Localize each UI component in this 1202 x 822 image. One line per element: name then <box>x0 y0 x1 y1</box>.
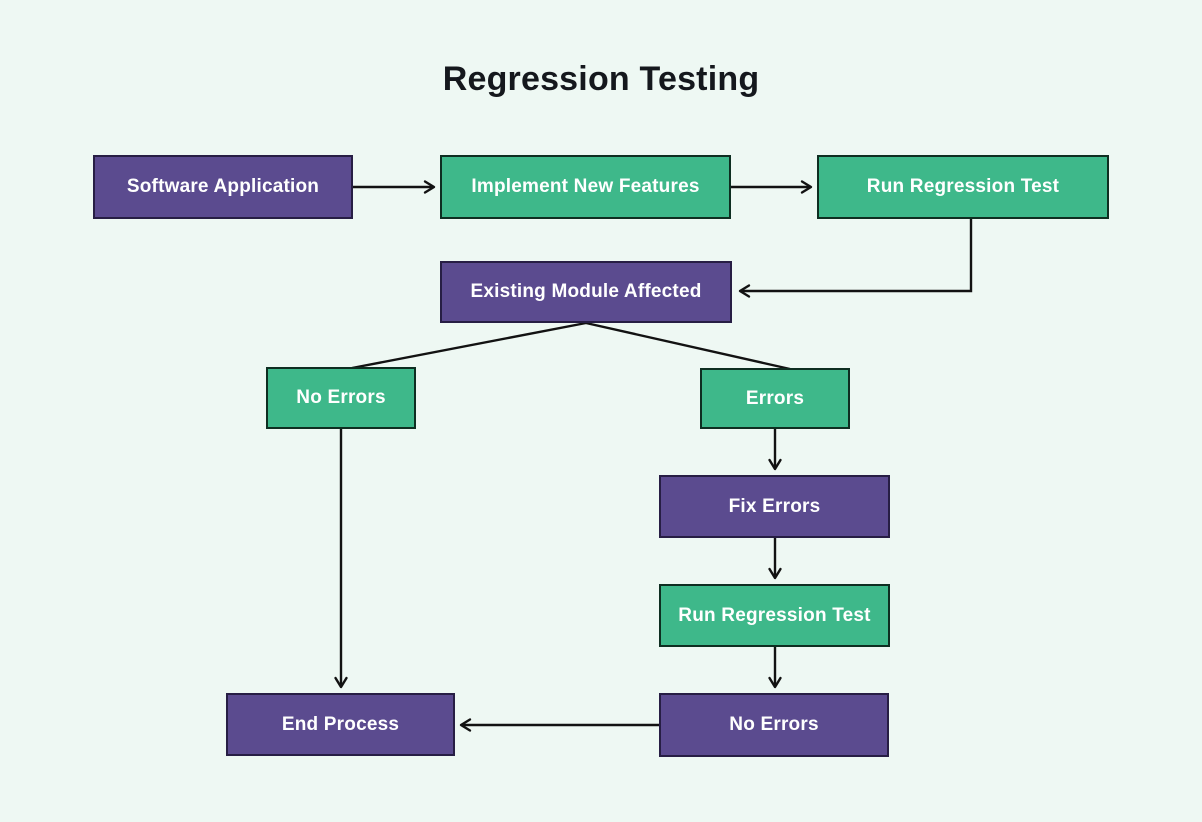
node-implement-new-features[interactable]: Implement New Features <box>440 155 731 219</box>
node-end-process[interactable]: End Process <box>226 693 455 756</box>
node-label: End Process <box>281 713 400 735</box>
node-label: Run Regression Test <box>866 176 1060 197</box>
node-no-errors-final[interactable]: No Errors <box>659 693 889 757</box>
node-existing-module-affected[interactable]: Existing Module Affected <box>440 261 732 323</box>
node-label: Fix Errors <box>728 495 821 517</box>
node-errors[interactable]: Errors <box>700 368 850 429</box>
page-title: Regression Testing <box>442 60 760 98</box>
edge-existing-module-affected-to-errors <box>585 321 791 371</box>
node-fix-errors[interactable]: Fix Errors <box>659 475 890 538</box>
node-label: No Errors <box>296 387 386 408</box>
edge-run-regression-test-1-to-existing-module-affected <box>738 219 973 298</box>
node-run-regression-test-2[interactable]: Run Regression Test <box>659 584 890 647</box>
node-software-application[interactable]: Software Application <box>93 155 353 219</box>
node-label: Errors <box>745 387 805 409</box>
node-label: Implement New Features <box>471 176 700 197</box>
node-label: Existing Module Affected <box>470 281 702 302</box>
node-run-regression-test-1[interactable]: Run Regression Test <box>817 155 1109 219</box>
edge-existing-module-affected-to-no-errors-branch <box>351 321 587 370</box>
node-label: No Errors <box>729 714 819 735</box>
node-label: Run Regression Test <box>678 604 871 626</box>
node-no-errors-branch[interactable]: No Errors <box>266 367 416 429</box>
node-label: Software Application <box>126 176 320 197</box>
